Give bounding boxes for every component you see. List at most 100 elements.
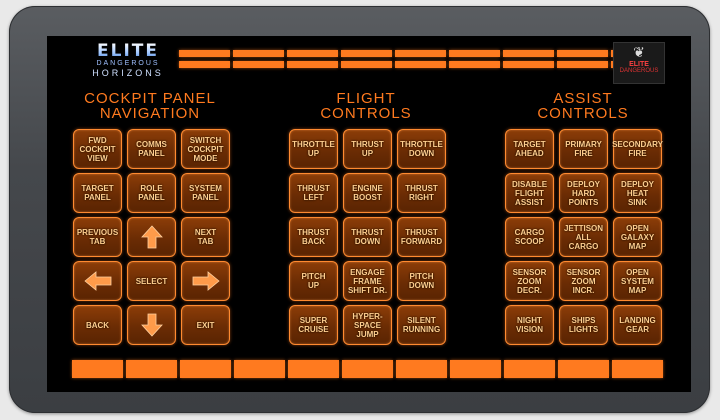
ships-lights-button[interactable]: SHIPS LIGHTS <box>559 305 608 345</box>
status-bar-segment <box>395 50 446 57</box>
button-label: SECONDARY FIRE <box>612 140 663 158</box>
button-label: PREVIOUS TAB <box>76 228 119 246</box>
button-label: BACK <box>85 320 110 330</box>
button-label: THRUST BACK <box>297 228 330 246</box>
elite-emblem-logo: ❦ ELITE DANGEROUS <box>613 42 665 84</box>
silent-running-button[interactable]: SILENT RUNNING <box>397 305 446 345</box>
button-label: SUPER CRUISE <box>298 316 329 334</box>
arrow-down-button[interactable] <box>127 305 176 345</box>
status-bar-segment <box>233 61 284 68</box>
button-label: SELECT <box>135 276 168 286</box>
button-label: PITCH DOWN <box>408 272 435 290</box>
deploy-hard-points-button[interactable]: DEPLOY HARD POINTS <box>559 173 608 213</box>
logo-edition: HORIZONS <box>92 68 164 78</box>
primary-fire-button[interactable]: PRIMARY FIRE <box>559 129 608 169</box>
status-bar-segment <box>179 50 230 57</box>
night-vision-button[interactable]: NIGHT VISION <box>505 305 554 345</box>
emblem-subtitle: DANGEROUS <box>619 68 659 74</box>
heading-line: NAVIGATION <box>99 105 201 122</box>
arrow-right-button[interactable] <box>181 261 230 301</box>
super-cruise-button[interactable]: SUPER CRUISE <box>289 305 338 345</box>
status-bar-segment <box>179 61 230 68</box>
button-label: THRUST LEFT <box>297 184 330 202</box>
thrust-forward-button[interactable]: THRUST FORWARD <box>397 217 446 257</box>
next-tab-button[interactable]: NEXT TAB <box>181 217 230 257</box>
button-label: SHIPS LIGHTS <box>568 316 599 334</box>
button-label: DISABLE FLIGHT ASSIST <box>511 179 548 207</box>
heading-line: CONTROLS <box>320 105 412 122</box>
button-label: NIGHT VISION <box>515 316 544 334</box>
button-label: DEPLOY HEAT SINK <box>621 179 654 207</box>
open-galaxy-map-button[interactable]: OPEN GALAXY MAP <box>613 217 662 257</box>
arrow-down-icon <box>140 313 163 337</box>
button-label: ENGAGE FRAME SHIFT DR. <box>347 267 388 295</box>
previous-tab-button[interactable]: PREVIOUS TAB <box>73 217 122 257</box>
fwd-cockpit-view-button[interactable]: FWD COCKPIT VIEW <box>73 129 122 169</box>
button-label: OPEN SYSTEM MAP <box>621 267 654 295</box>
target-ahead-button[interactable]: TARGET AHEAD <box>505 129 554 169</box>
button-label: TARGET PANEL <box>81 184 114 202</box>
logo-subtitle: DANGEROUS <box>96 60 160 67</box>
back-button[interactable]: BACK <box>73 305 122 345</box>
screen: ELITE DANGEROUS HORIZONS ❦ ELITE DANGERO… <box>47 36 691 392</box>
secondary-fire-button[interactable]: SECONDARY FIRE <box>612 129 663 169</box>
button-label: COMMS PANEL <box>136 140 167 158</box>
engine-boost-button[interactable]: ENGINE BOOST <box>343 173 392 213</box>
status-bar-segment <box>558 360 609 378</box>
thrust-back-button[interactable]: THRUST BACK <box>289 217 338 257</box>
pitch-down-button[interactable]: PITCH DOWN <box>397 261 446 301</box>
disable-flight-assist-button[interactable]: DISABLE FLIGHT ASSIST <box>505 173 554 213</box>
status-bar-segment <box>72 360 123 378</box>
button-label: SENSOR ZOOM INCR. <box>566 267 601 295</box>
thrust-left-button[interactable]: THRUST LEFT <box>289 173 338 213</box>
button-label: THRUST UP <box>351 140 384 158</box>
switch-cockpit-mode-button[interactable]: SWITCH COCKPIT MODE <box>181 129 230 169</box>
thrust-down-button[interactable]: THRUST DOWN <box>343 217 392 257</box>
thrust-up-button[interactable]: THRUST UP <box>343 129 392 169</box>
comms-panel-button[interactable]: COMMS PANEL <box>127 129 176 169</box>
status-bar-segment <box>504 360 555 378</box>
button-label: CARGO SCOOP <box>514 228 545 246</box>
arrow-right-icon <box>192 271 220 291</box>
button-label: PITCH UP <box>301 272 326 290</box>
deploy-heat-sink-button[interactable]: DEPLOY HEAT SINK <box>613 173 662 213</box>
arrow-up-button[interactable] <box>127 217 176 257</box>
button-label: FWD COCKPIT VIEW <box>79 135 116 163</box>
button-label: THRUST FORWARD <box>400 228 443 246</box>
select-button[interactable]: SELECT <box>127 261 176 301</box>
open-system-map-button[interactable]: OPEN SYSTEM MAP <box>613 261 662 301</box>
button-label: JETTISON ALL CARGO <box>563 223 604 251</box>
button-label: SILENT RUNNING <box>402 316 441 334</box>
status-bar-segment <box>288 360 339 378</box>
sensor-zoom-decr-button[interactable]: SENSOR ZOOM DECR. <box>505 261 554 301</box>
exit-button[interactable]: EXIT <box>181 305 230 345</box>
button-label: TARGET AHEAD <box>513 140 546 158</box>
jettison-all-cargo-button[interactable]: JETTISON ALL CARGO <box>559 217 608 257</box>
heading-line: CONTROLS <box>537 105 629 122</box>
status-bar-segment <box>233 50 284 57</box>
hyper-space-jump-button[interactable]: HYPER- SPACE JUMP <box>343 305 392 345</box>
button-label: THROTTLE UP <box>292 140 335 158</box>
status-bar-segment <box>342 360 393 378</box>
throttle-up-button[interactable]: THROTTLE UP <box>289 129 338 169</box>
cargo-scoop-button[interactable]: CARGO SCOOP <box>505 217 554 257</box>
thrust-right-button[interactable]: THRUST RIGHT <box>397 173 446 213</box>
system-panel-button[interactable]: SYSTEM PANEL <box>181 173 230 213</box>
heading-line: COCKPIT PANEL <box>84 90 216 107</box>
arrow-left-button[interactable] <box>73 261 122 301</box>
throttle-down-button[interactable]: THROTTLE DOWN <box>397 129 446 169</box>
status-bar-segment <box>180 360 231 378</box>
pitch-up-button[interactable]: PITCH UP <box>289 261 338 301</box>
engage-frame-shift-dr-button[interactable]: ENGAGE FRAME SHIFT DR. <box>343 261 392 301</box>
landing-gear-button[interactable]: LANDING GEAR <box>613 305 662 345</box>
target-panel-button[interactable]: TARGET PANEL <box>73 173 122 213</box>
arrow-left-icon <box>83 271 112 291</box>
status-bar-segment <box>449 61 500 68</box>
status-bar-segment <box>234 360 285 378</box>
sensor-zoom-incr-button[interactable]: SENSOR ZOOM INCR. <box>559 261 608 301</box>
role-panel-button[interactable]: ROLE PANEL <box>127 173 176 213</box>
button-label: SENSOR ZOOM DECR. <box>512 267 547 295</box>
status-bar-segment <box>341 61 392 68</box>
button-label: ROLE PANEL <box>138 184 165 202</box>
assist-controls-heading: ASSIST CONTROLS <box>498 91 668 121</box>
